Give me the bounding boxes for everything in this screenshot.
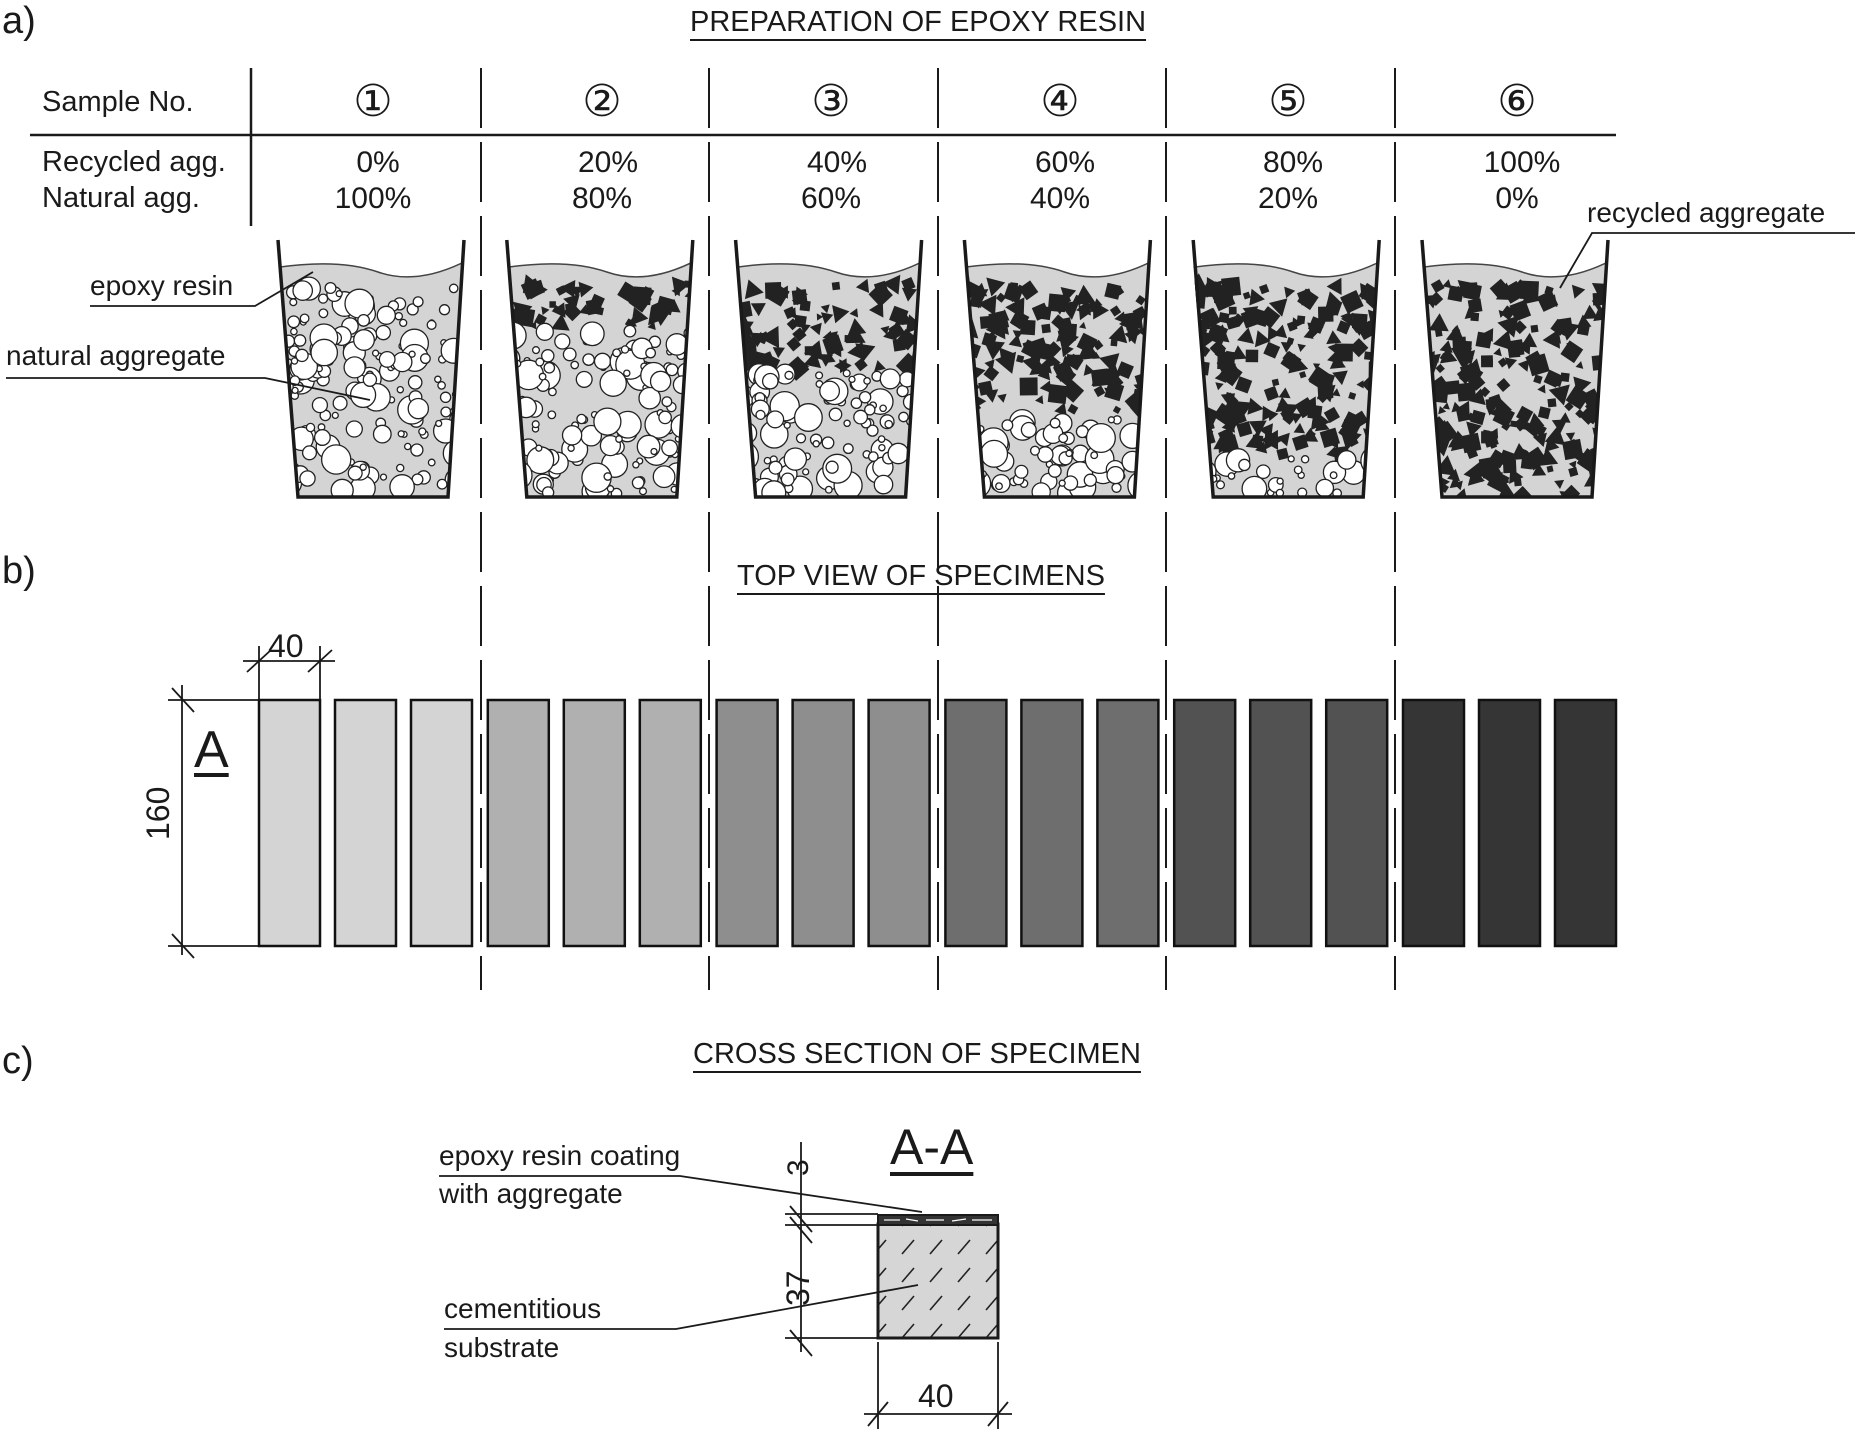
recycled-pct-4: 60%: [1034, 146, 1096, 179]
resin-cup-4: [962, 239, 1153, 499]
sample-number-3: ③: [811, 77, 851, 126]
natural-pct-1: 100%: [334, 182, 412, 215]
callout-natural-aggregate: natural aggregate: [6, 340, 226, 371]
resin-cups: [276, 239, 1610, 499]
resin-cup-3: [733, 239, 924, 499]
dim-section-width: 40: [918, 1378, 954, 1414]
natural-pct-6: 0%: [1495, 182, 1539, 215]
callout-coating-line1: epoxy resin coating: [439, 1140, 681, 1171]
specimen-4-3: [1096, 698, 1160, 948]
specimen-1-1: [257, 698, 322, 948]
recycled-pct-3: 40%: [806, 146, 868, 179]
specimen-6-1: [1401, 698, 1466, 948]
specimen-bars: [257, 698, 1618, 948]
natural-pct-3: 60%: [800, 182, 862, 215]
specimen-6-2: [1477, 698, 1542, 948]
recycled-pct-5: 80%: [1262, 146, 1324, 179]
table-lines: [30, 68, 1616, 226]
specimen-5-1: [1172, 698, 1237, 948]
natural-pct-2: 80%: [571, 182, 633, 215]
recycled-pct-1: 0%: [356, 146, 400, 179]
specimen-1-3: [409, 698, 474, 948]
resin-cup-5: [1191, 239, 1381, 499]
callout-substrate-line2: substrate: [444, 1332, 560, 1363]
sample-number-6: ⑥: [1497, 77, 1537, 126]
panel-a-label: a): [2, 0, 36, 42]
sample-number-1: ①: [353, 77, 393, 126]
section-mark-left: A: [194, 721, 229, 779]
dim-specimen-width: 40: [268, 628, 304, 664]
column-dividers: [480, 68, 1396, 990]
callout-epoxy-resin: epoxy resin: [90, 270, 234, 301]
specimen-3-3: [867, 698, 931, 948]
specimen-2-2: [562, 698, 627, 948]
section-aa-title: A-A: [890, 1119, 974, 1175]
sample-number-2: ②: [582, 77, 622, 126]
row-header-recycled: Recycled agg.: [42, 146, 226, 178]
specimen-6-3: [1553, 698, 1618, 948]
specimen-3-2: [791, 698, 855, 948]
specimen-1-2: [333, 698, 398, 948]
resin-cup-6: [1420, 239, 1610, 499]
specimen-4-1: [944, 698, 1008, 948]
sample-number-5: ⑤: [1268, 77, 1308, 126]
specimen-2-1: [486, 698, 551, 948]
recycled-pct-6: 100%: [1483, 146, 1561, 179]
panel-b-label: b): [2, 550, 36, 592]
resin-cup-2: [505, 239, 695, 499]
recycled-pct-2: 20%: [577, 146, 639, 179]
callout-recycled-aggregate: recycled aggregate: [1587, 197, 1826, 228]
callout-substrate-line1: cementitious: [444, 1293, 602, 1324]
panel-c-label: c): [2, 1040, 34, 1082]
natural-pct-5: 20%: [1257, 182, 1319, 215]
natural-pct-4: 40%: [1029, 182, 1091, 215]
row-header-natural: Natural agg.: [42, 182, 200, 214]
specimen-3-1: [715, 698, 779, 948]
specimen-5-3: [1324, 698, 1389, 948]
specimen-5-2: [1248, 698, 1313, 948]
sample-number-4: ④: [1040, 77, 1080, 126]
panel-b-title: TOP VIEW OF SPECIMENS: [737, 560, 1105, 592]
specimen-4-2: [1020, 698, 1084, 948]
cross-section: [876, 1214, 1000, 1340]
specimen-2-3: [638, 698, 703, 948]
panel-a-title: PREPARATION OF EPOXY RESIN: [690, 6, 1147, 38]
callout-coating-line2: with aggregate: [439, 1178, 623, 1209]
row-header-sample-no: Sample No.: [42, 86, 194, 118]
panel-c-title: CROSS SECTION OF SPECIMEN: [693, 1038, 1141, 1070]
